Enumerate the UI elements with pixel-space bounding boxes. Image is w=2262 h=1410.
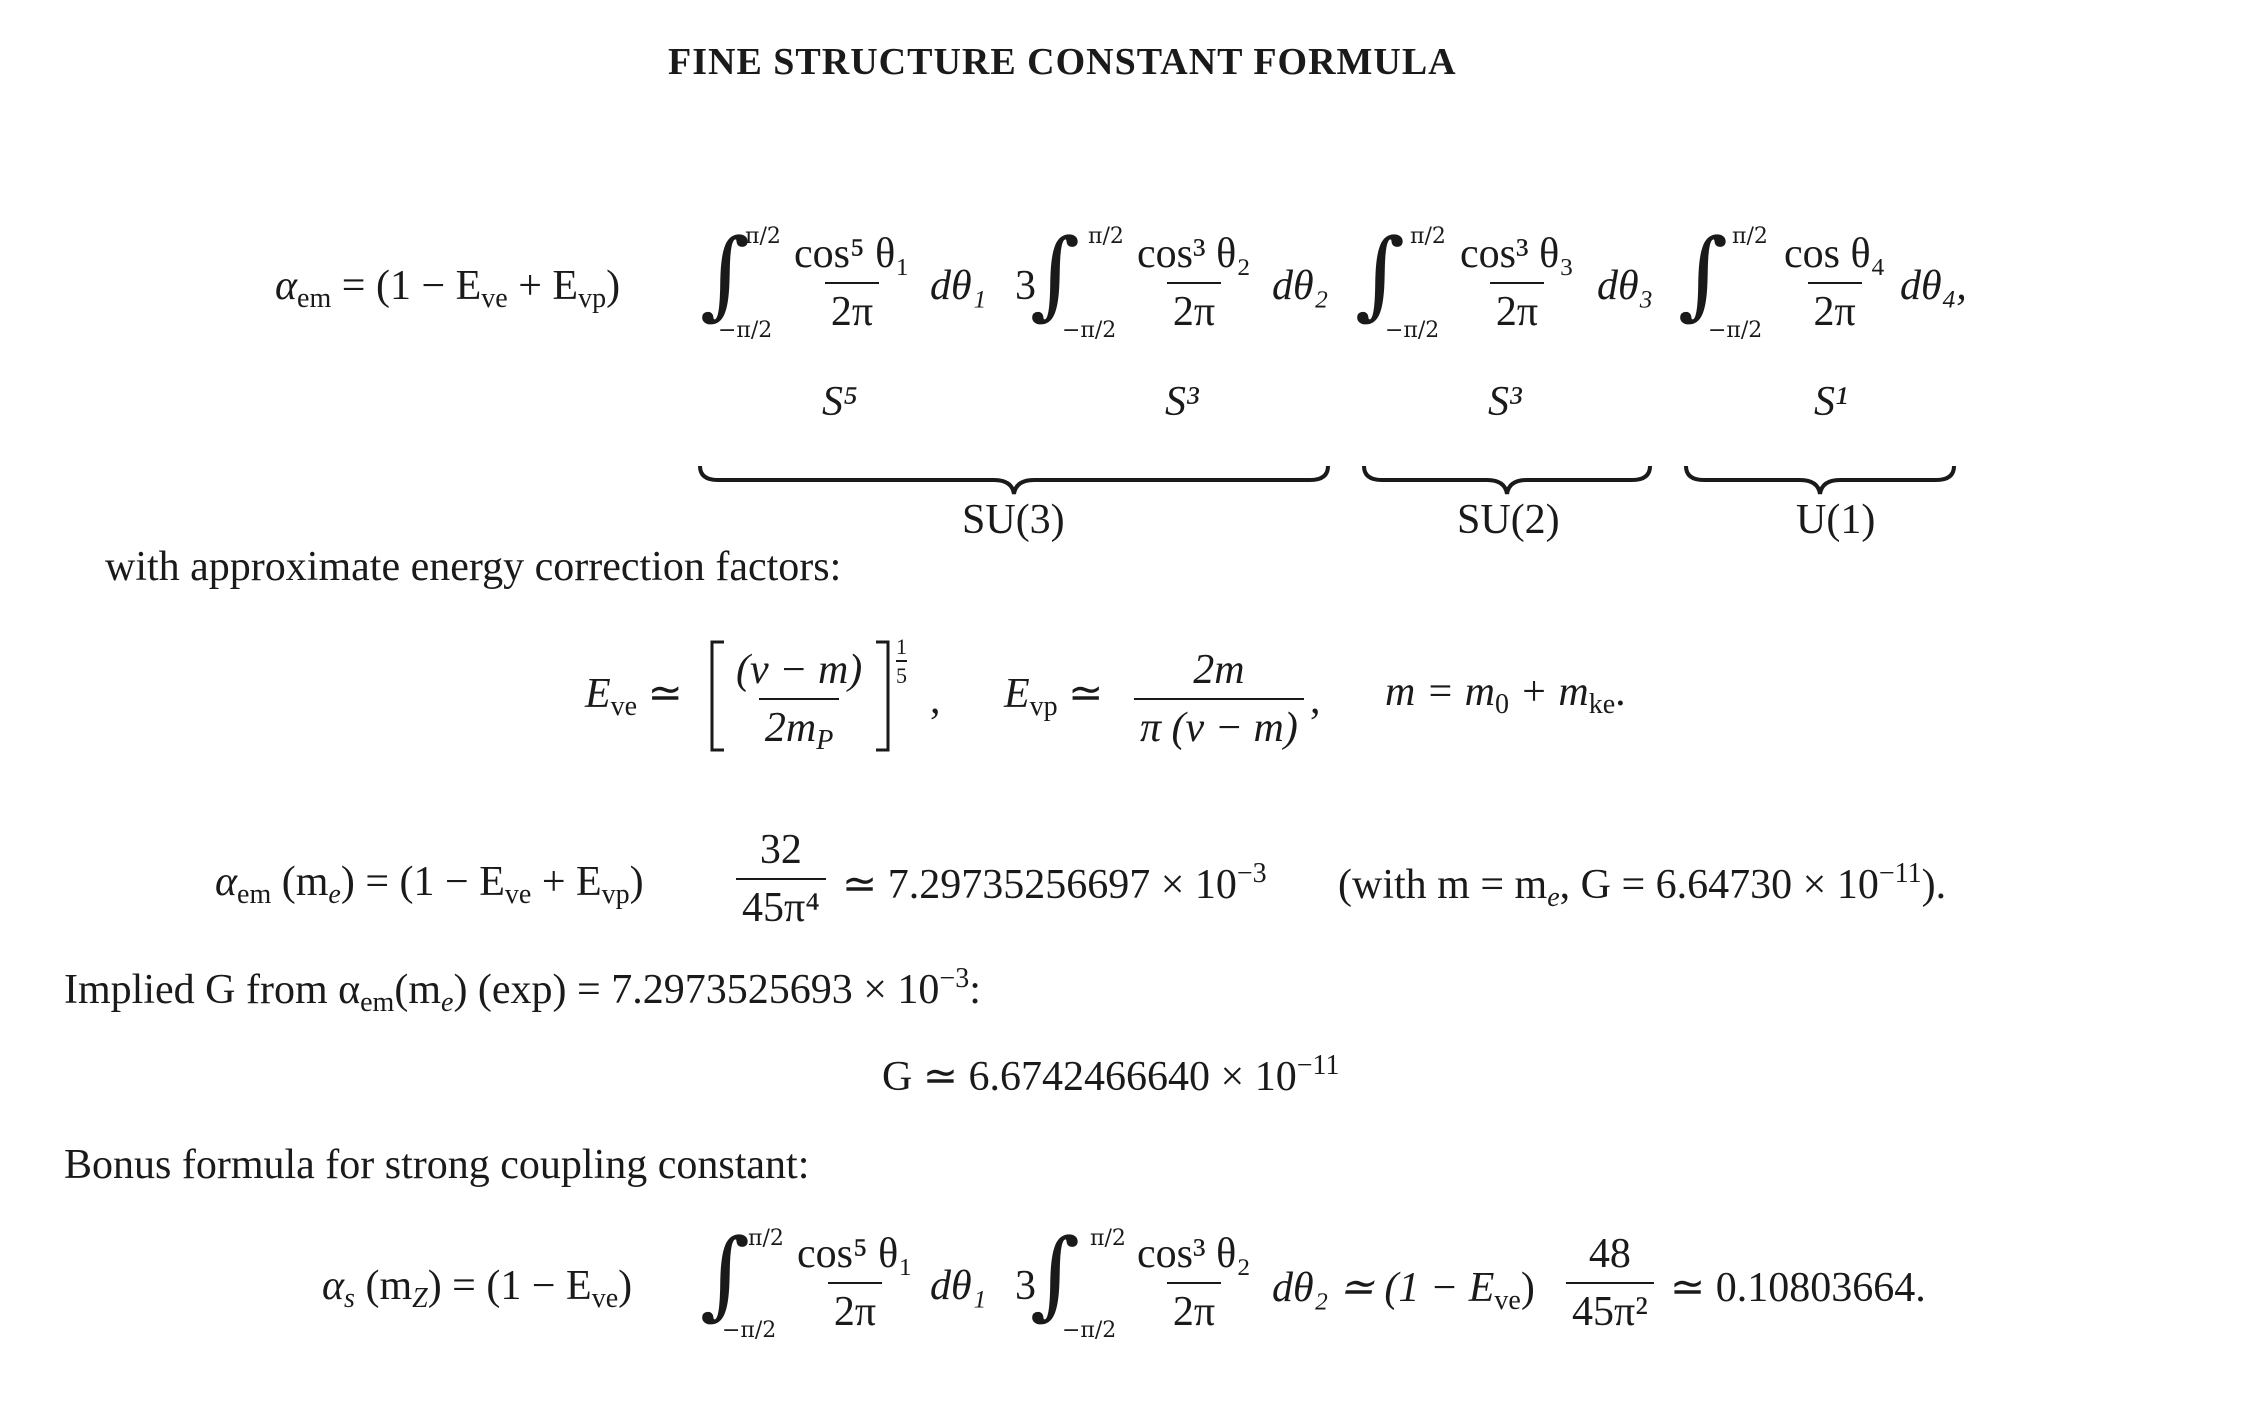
mass-definition: m = m0 + mke.	[1385, 669, 1626, 720]
upper-limit-1: π/2	[745, 224, 781, 249]
eve-fraction: (v − m)2mP	[736, 647, 863, 756]
integral-sign-4: ∫	[1678, 218, 1729, 330]
bonus-coefficient: 3	[1015, 1263, 1036, 1309]
sphere-label-1: S⁵	[822, 379, 858, 425]
integral-sign-2: ∫	[1030, 218, 1081, 330]
lower-limit-3: −π/2	[1385, 318, 1440, 343]
underbrace-u1	[1684, 465, 1956, 495]
alpha-me-equation: αem (me) = (1 − Eve + Evp)	[215, 859, 644, 910]
bonus-equation-lhs: αs (mZ) = (1 − Eve)	[322, 1263, 633, 1314]
comma-2: ,	[1310, 677, 1321, 723]
bonus-upper-limit-1: π/2	[748, 1226, 784, 1251]
bonus-lower-limit-1: −π/2	[722, 1318, 777, 1343]
underbrace-su3	[698, 465, 1330, 495]
implied-g-text: Implied G from αem(me) (exp) = 7.2973525…	[64, 963, 981, 1018]
group-label-su3: SU(3)	[962, 497, 1065, 543]
alpha-me-note: (with m = me, G = 6.64730 × 10−11).	[1338, 858, 1947, 913]
lower-limit-4: −π/2	[1708, 318, 1763, 343]
sphere-label-4: S¹	[1814, 379, 1848, 425]
bonus-upper-limit-2: π/2	[1090, 1226, 1126, 1251]
sphere-label-2: S³	[1165, 379, 1199, 425]
g-value: G ≃ 6.6742466640 × 10−11	[882, 1050, 1340, 1100]
integral-sign-1: ∫	[700, 218, 751, 330]
group-label-u1: U(1)	[1796, 497, 1876, 543]
sphere-label-3: S³	[1488, 379, 1522, 425]
bonus-differential-1: dθ₁	[930, 1263, 987, 1309]
right-bracket	[876, 640, 890, 752]
coefficient-3: 3	[1015, 263, 1036, 309]
bonus-lower-limit-2: −π/2	[1062, 1318, 1117, 1343]
integral-sign-3: ∫	[1355, 218, 1406, 330]
bonus-integral-sign-2: ∫	[1030, 1218, 1081, 1330]
evp-definition: Evp ≃	[1004, 671, 1104, 722]
eve-definition: Eve ≃	[585, 671, 683, 722]
differential-3: dθ₃	[1597, 263, 1654, 309]
lower-limit-1: −π/2	[718, 318, 773, 343]
page-title: FINE STRUCTURE CONSTANT FORMULA	[668, 41, 1457, 83]
differential-4: dθ₄,	[1900, 263, 1967, 309]
bonus-result: ≃ 0.10803664.	[1670, 1265, 1926, 1311]
corrections-intro-text: with approximate energy correction facto…	[105, 544, 842, 590]
bonus-differential-2: dθ₂ ≃ (1 − Eve)	[1272, 1265, 1535, 1316]
upper-limit-4: π/2	[1732, 224, 1768, 249]
comma-1: ,	[930, 677, 941, 723]
upper-limit-3: π/2	[1410, 224, 1446, 249]
underbrace-su2	[1362, 465, 1652, 495]
eve-exponent: 1 5	[896, 634, 907, 688]
main-equation-lhs: αem = (1 − Eve + Evp)	[275, 263, 621, 314]
differential-1: dθ₁	[930, 263, 987, 309]
left-bracket	[710, 640, 724, 752]
bonus-integral-sign-1: ∫	[700, 1218, 751, 1330]
bonus-intro-text: Bonus formula for strong coupling consta…	[64, 1142, 810, 1188]
differential-2: dθ₂	[1272, 263, 1329, 309]
group-label-su2: SU(2)	[1457, 497, 1560, 543]
upper-limit-2: π/2	[1088, 224, 1124, 249]
alpha-me-result: ≃ 7.29735256697 × 10−3	[842, 858, 1267, 908]
lower-limit-2: −π/2	[1062, 318, 1117, 343]
